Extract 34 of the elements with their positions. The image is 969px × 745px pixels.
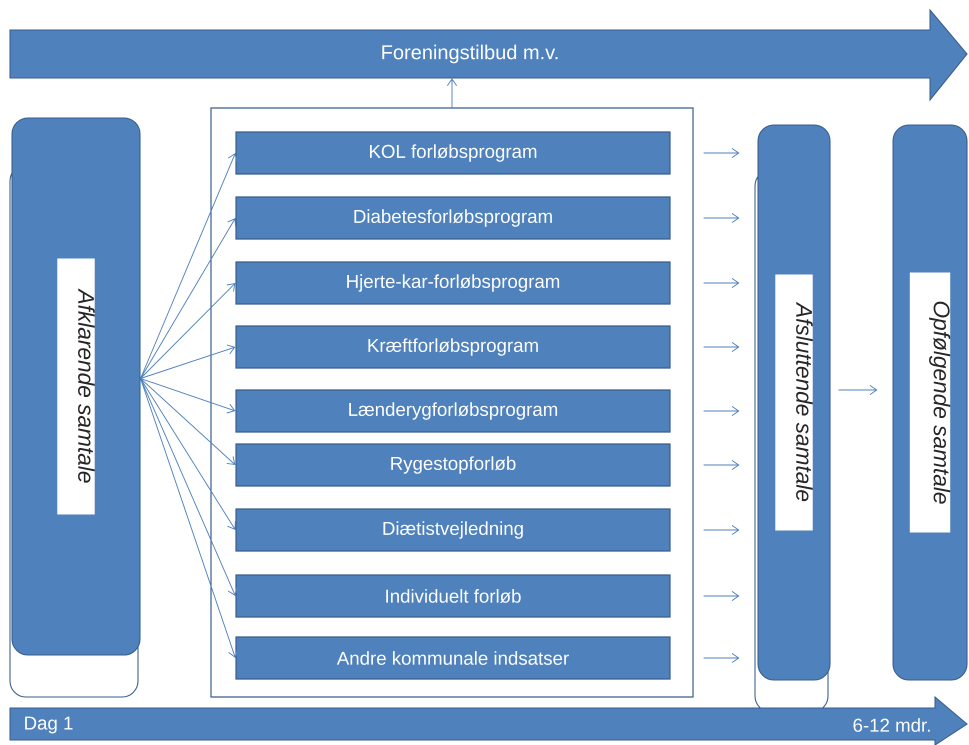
arrow — [703, 212, 740, 224]
program-box: Rygestopforløb — [235, 443, 671, 487]
arrow — [838, 384, 878, 396]
arrow — [140, 378, 236, 530]
rounded-panel: Opfølgende samtale — [892, 124, 968, 681]
arrow — [446, 78, 458, 108]
program-box: Diabetesforløbsprogram — [235, 196, 671, 240]
rounded-panel: Afklarende samtale — [9, 117, 141, 698]
arrow — [703, 590, 740, 602]
arrow — [140, 378, 238, 596]
arrow — [140, 378, 238, 658]
program-box: KOL forløbsprogram — [235, 131, 671, 175]
arrow — [140, 218, 236, 379]
arrow — [703, 278, 740, 288]
program-box: Kræftforløbsprogram — [235, 325, 671, 369]
timeline-label: 6-12 mdr. — [854, 718, 930, 732]
arrow — [140, 153, 238, 379]
program-box: Hjerte-kar-forløbsprogram — [235, 261, 671, 305]
arrow — [703, 652, 740, 664]
arrow — [703, 148, 740, 158]
program-box: Lænderygforløbsprogram — [235, 389, 671, 433]
program-box: Diætistvejledning — [235, 508, 671, 552]
arrow — [140, 344, 236, 379]
arrow — [140, 378, 236, 465]
rounded-panel: Afsluttende samtale — [754, 124, 831, 713]
program-box: Andre kommunale indsatser — [235, 636, 671, 680]
arrow — [703, 342, 740, 352]
program-box: Individuelt forløb — [235, 574, 671, 618]
arrow — [703, 524, 740, 536]
arrow — [703, 406, 740, 416]
timeline-label: Dag 1 — [25, 716, 72, 734]
arrow — [140, 378, 236, 414]
arrow — [140, 283, 236, 379]
arrow — [703, 460, 740, 470]
